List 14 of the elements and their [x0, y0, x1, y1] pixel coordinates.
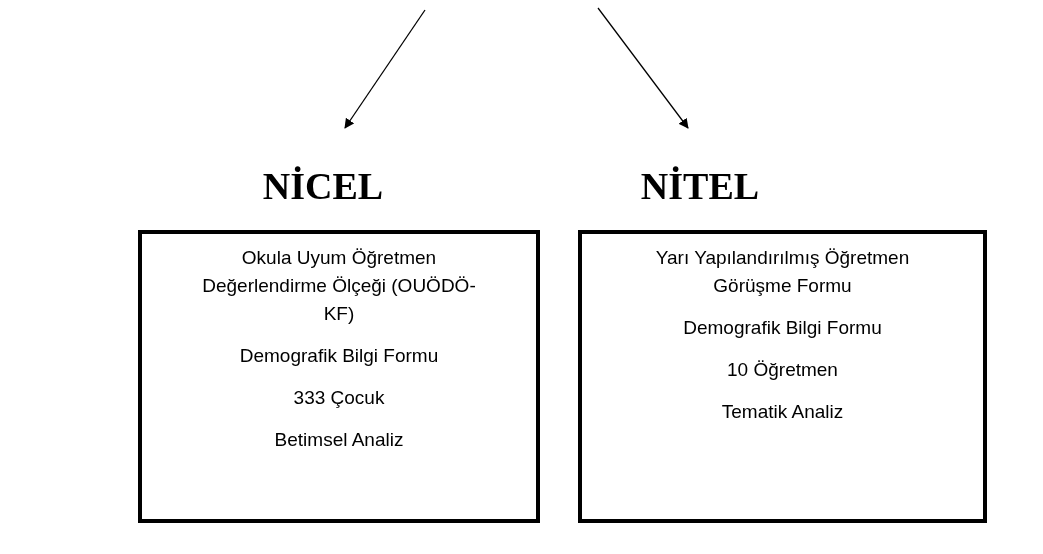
- box-text: Demografik Bilgi Formu: [683, 316, 882, 340]
- arrow: [597, 7, 689, 129]
- method-box: [578, 230, 987, 523]
- arrow: [344, 9, 426, 129]
- box-text: Betimsel Analiz: [274, 428, 404, 452]
- box-text: Tematik Analiz: [721, 400, 844, 424]
- box-text: 10 Öğretmen: [727, 358, 838, 382]
- box-text: Okula Uyum Öğretmen Değerlendirme Ölçeği (OUÖDÖ-KF): [201, 246, 477, 326]
- section-heading: NİTEL: [615, 160, 785, 212]
- method-box: [138, 230, 540, 523]
- box-text: Demografik Bilgi Formu: [239, 344, 439, 368]
- section-heading: NİCEL: [238, 160, 408, 212]
- box-text: Yarı Yapılandırılmış Öğretmen Görüşme Formu: [654, 246, 911, 298]
- box-text: 333 Çocuk: [293, 386, 385, 410]
